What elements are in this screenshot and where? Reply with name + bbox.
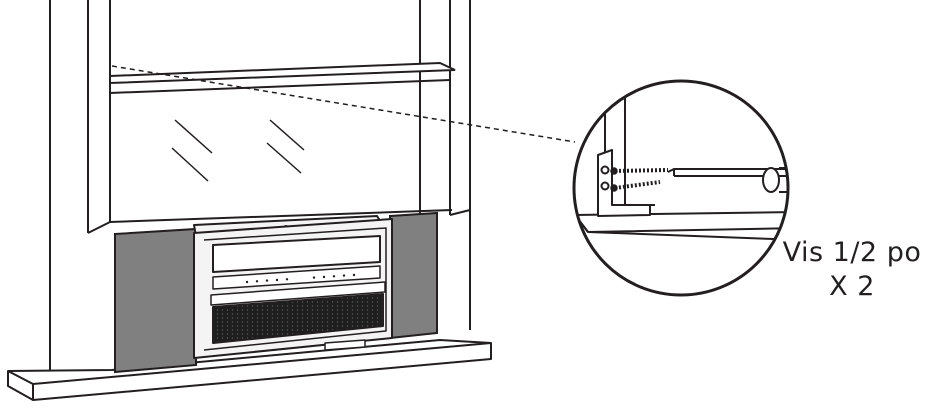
screw-quantity-label: X 2: [829, 271, 875, 302]
window-frame: [49, 0, 471, 383]
control-indicator-dots: [245, 273, 356, 284]
zoom-callout: [572, 79, 790, 297]
air-conditioner-unit: [193, 215, 393, 359]
callout-leader-line: [111, 65, 576, 143]
intake-grille: [212, 293, 384, 344]
mounting-bracket-icon: [597, 149, 655, 217]
glass-reflection: [171, 119, 305, 182]
right-side-panel: [389, 211, 438, 340]
screw-icon: [610, 167, 669, 192]
screwdriver-icon: [667, 167, 788, 193]
screw-size-label: Vis 1/2 po: [782, 237, 922, 268]
left-side-panel: [114, 227, 197, 374]
